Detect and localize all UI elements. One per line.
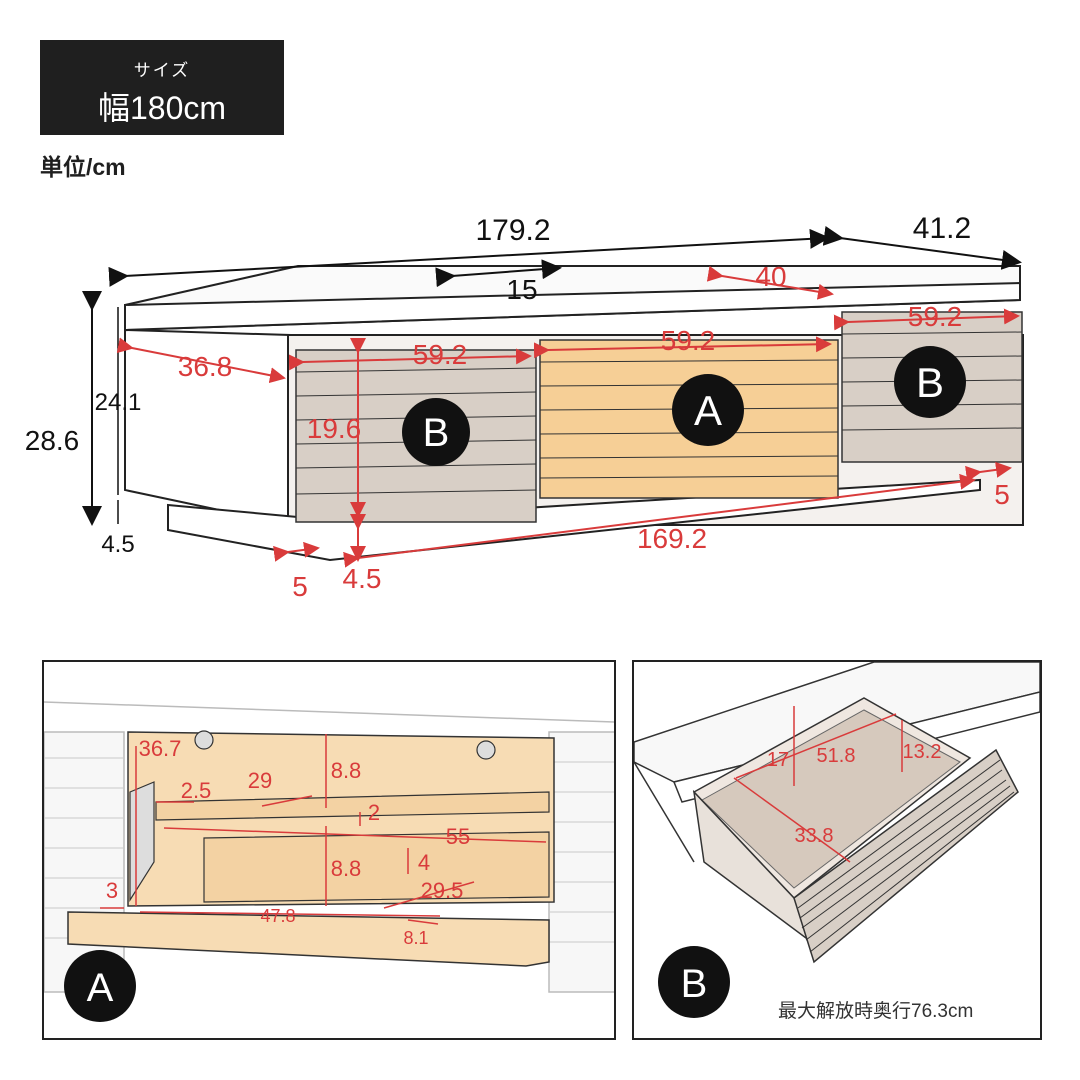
leg-inset-right-label: 5 (994, 479, 1010, 510)
size-label: サイズ (133, 61, 191, 80)
top-depth-label: 40 (755, 261, 786, 292)
dim-a-10: 47.8 (260, 906, 295, 926)
dim-a-6: 8.8 (331, 856, 362, 881)
overall-width-label: 179.2 (475, 214, 550, 247)
leg-inset-left-label: 5 (292, 571, 308, 602)
base-width-label: 169.2 (637, 523, 707, 554)
dim-b-2: 13.2 (903, 741, 942, 763)
label-a-badge: A (672, 374, 744, 446)
detail-a-badge: A (64, 950, 136, 1022)
dim-b-0: 17 (767, 749, 789, 771)
dim-a-5: 55 (446, 824, 470, 849)
detail-a-label: A (87, 966, 114, 1010)
width-arrow (108, 228, 830, 287)
drawer-b-front (793, 748, 1019, 964)
drawer-b-left-width-label: 59.2 (413, 339, 468, 370)
label-b-left: B (423, 411, 450, 455)
leg-height-bottom-label: 4.5 (343, 563, 382, 594)
max-open-depth-caption: 最大解放時奥行76.3cm (778, 1001, 974, 1022)
drawer-a-width-label: 59.2 (661, 325, 716, 356)
dim-a-4: 2 (368, 800, 380, 825)
detail-b-label: B (681, 962, 708, 1006)
label-b-right: B (916, 359, 944, 406)
detail-b-panel: 17 51.8 13.2 33.8 B 最大解放時奥行76.3cm (632, 660, 1042, 1040)
leg-height-left-label: 4.5 (101, 531, 134, 558)
inner-height-label: 24.1 (95, 389, 142, 416)
dim-b-3: 33.8 (795, 825, 834, 847)
drawer-b-right-width-label: 59.2 (908, 301, 963, 332)
drawer-a (539, 339, 839, 499)
depth-arrow (822, 225, 1022, 270)
dim-a-7: 4 (418, 850, 430, 875)
dim-a-0: 36.7 (139, 736, 182, 761)
dim-a-3: 8.8 (331, 758, 362, 783)
detail-a-panel: 36.7 2.5 29 8.8 2 55 8.8 4 29.5 3 47.8 8… (42, 660, 616, 1040)
side-width-label: 36.8 (178, 351, 233, 382)
size-value: 幅180cm (97, 90, 227, 126)
main-cabinet-diagram: 179.2 41.2 15 24.1 28.6 4.5 40 36.8 59.2… (25, 212, 1024, 602)
size-badge: サイズ 幅180cm (40, 40, 284, 135)
dim-a-8: 29.5 (421, 878, 464, 903)
dim-a-11: 8.1 (403, 928, 428, 948)
dim-b-1: 51.8 (817, 745, 856, 767)
label-b-left-badge: B (402, 398, 470, 466)
label-b-right-badge: B (894, 346, 966, 418)
dim-a-2: 29 (248, 768, 272, 793)
top-offset-label: 15 (506, 274, 537, 305)
dim-a-1: 2.5 (181, 778, 212, 803)
unit-label: 単位/cm (40, 154, 126, 180)
detail-b-badge: B (658, 946, 730, 1018)
total-height-label: 28.6 (25, 425, 80, 456)
drawer-height-label: 19.6 (307, 413, 362, 444)
label-a: A (694, 387, 722, 434)
dim-a-9: 3 (106, 878, 118, 903)
compartment-shelf (155, 791, 550, 821)
overall-depth-label: 41.2 (913, 212, 971, 245)
flap-door (67, 911, 550, 967)
